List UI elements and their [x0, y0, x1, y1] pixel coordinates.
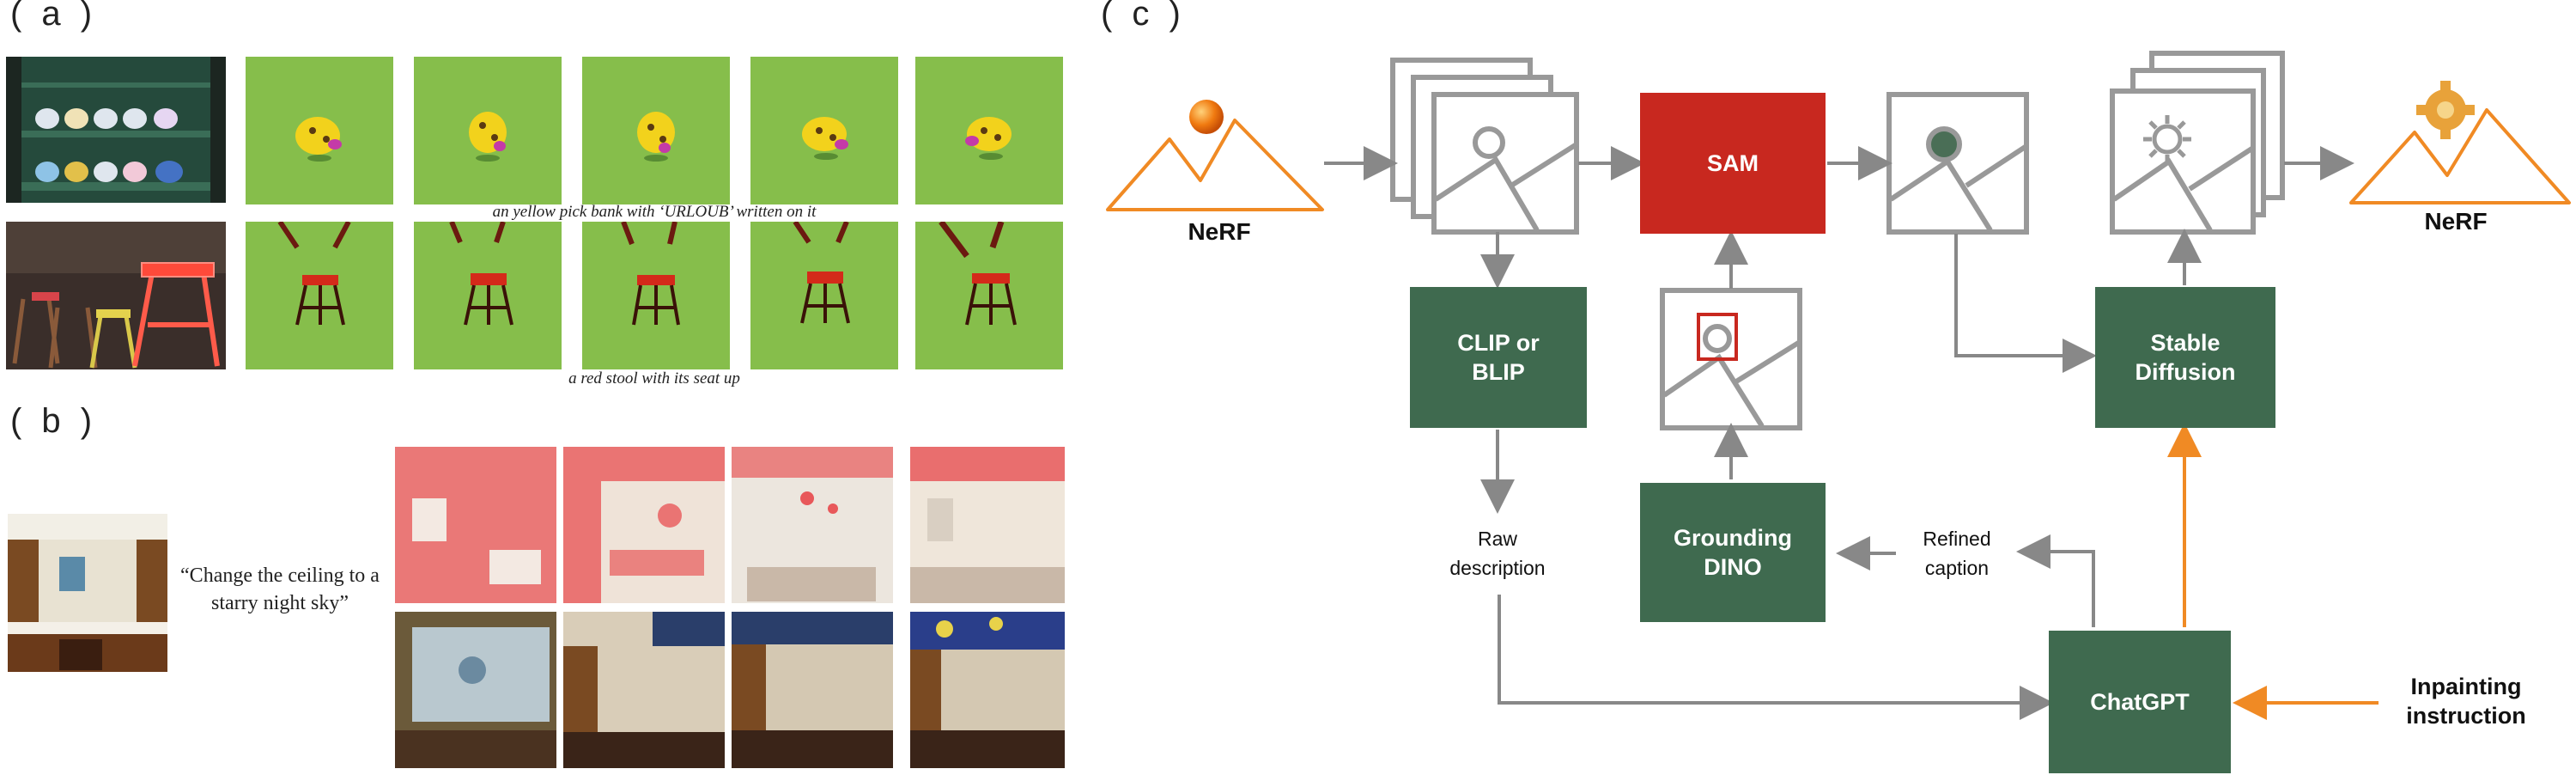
- result-tile-4: [910, 612, 1065, 768]
- mask-tile-3: [732, 447, 893, 603]
- bbox-red-rectangle: [1697, 313, 1738, 361]
- mask-tile-4: [910, 447, 1065, 603]
- sam-box: SAM: [1640, 93, 1826, 234]
- raw-description-label: Raw description: [1449, 528, 1546, 579]
- stools-photo: [6, 222, 226, 369]
- piggy-render-tiles: [246, 57, 898, 204]
- kitchen-mask-tiles: [395, 447, 1065, 768]
- piggy-render-row: [246, 57, 898, 204]
- inpainting-instruction-label: Inpainting instruction: [2406, 674, 2526, 729]
- stools-illustration: [6, 222, 226, 369]
- stool-render-row: [246, 222, 1063, 369]
- input-views-stack-icon: [1390, 58, 1579, 235]
- piggy-tile-5: [915, 57, 1063, 204]
- mask-tile-2: [563, 447, 725, 603]
- panel-b-label: ( b ): [10, 402, 98, 440]
- piggy-tile-2: [414, 57, 562, 204]
- kitchen-mask-grid: [395, 447, 1065, 768]
- piggy-shelf-illustration: [6, 57, 226, 203]
- arrow-chatgpt-to-refined: [2016, 534, 2095, 627]
- stool-tile-3: [582, 222, 730, 369]
- piggy-tile-1: [246, 57, 393, 204]
- nerf-output-label: NeRF: [2424, 208, 2488, 235]
- result-tile-1: [395, 612, 556, 768]
- stool-tile-2: [414, 222, 562, 369]
- stool-tile-5: [915, 222, 1063, 369]
- mask-tile-1: [395, 447, 556, 603]
- nerf-input-label: NeRF: [1188, 218, 1251, 245]
- kitchen-illustration: [8, 514, 167, 672]
- piggy-tile-4: [750, 57, 898, 204]
- edited-view-mountain: [2112, 145, 2255, 232]
- nerf-output-icon: [2349, 81, 2571, 204]
- nerf-input-icon: [1106, 100, 1324, 211]
- gear-icon: [2143, 115, 2191, 163]
- arrow-mask-to-sd: [1954, 234, 2097, 373]
- kitchen-input-photo: [8, 514, 167, 672]
- panel-c-label: ( c ): [1101, 0, 1186, 33]
- clip-blip-box: CLIP or BLIP: [1410, 287, 1587, 428]
- stool-tile-1: [246, 222, 393, 369]
- result-tile-2: [563, 612, 725, 768]
- ceiling-instruction: “Change the ceiling to a starry night sk…: [180, 564, 380, 614]
- panel-a-label: ( a ): [10, 0, 98, 33]
- piggy-shelf-photo: [6, 57, 226, 203]
- input-view-picture-icon: [1434, 126, 1578, 232]
- piggy-tile-3: [582, 57, 730, 204]
- refined-caption-label: Refined caption: [1923, 528, 1991, 579]
- chatgpt-box: ChatGPT: [2049, 631, 2231, 773]
- stool-render-tiles: [246, 222, 1063, 369]
- grounding-dino-box: Grounding DINO: [1640, 483, 1826, 622]
- piggy-caption: an yellow pick bank with ‘URLOUB’ writte…: [492, 203, 817, 221]
- mask-image-icon: [1886, 92, 2029, 235]
- result-tile-3: [732, 612, 893, 768]
- arrow-raw-to-chatgpt: [1498, 595, 2054, 720]
- piggy-tile-5-art: [915, 57, 1063, 204]
- stable-diffusion-box: Stable Diffusion: [2095, 287, 2275, 428]
- stool-tile-4: [750, 222, 898, 369]
- stool-caption: a red stool with its seat up: [568, 369, 740, 388]
